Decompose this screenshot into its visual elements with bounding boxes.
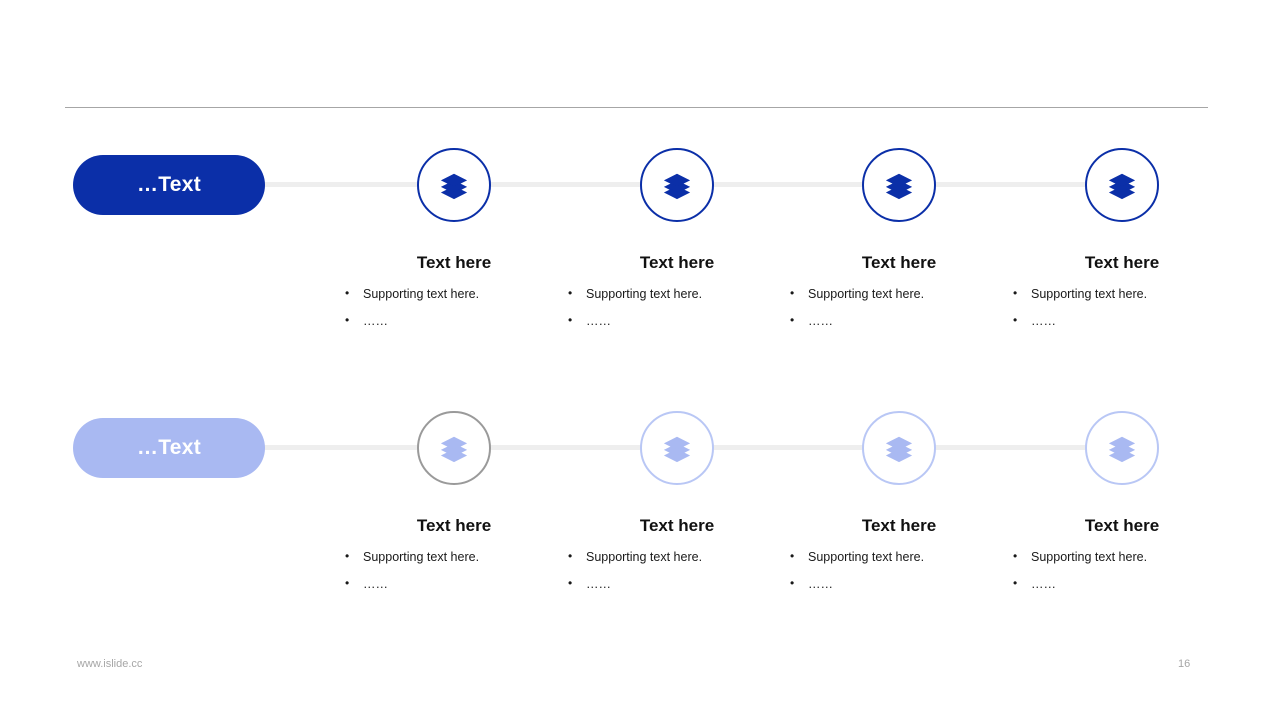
node-bullet: Supporting text here. xyxy=(1007,286,1237,301)
layers-icon xyxy=(440,173,468,200)
node-bullet-list: Supporting text here. …… xyxy=(562,549,792,591)
timeline-node-1-1[interactable] xyxy=(417,148,491,222)
node-bullet-list: Supporting text here. …… xyxy=(1007,286,1237,328)
node-bullet: …… xyxy=(1007,576,1237,591)
node-bullet: Supporting text here. xyxy=(339,549,569,564)
node-bullet-list: Supporting text here. …… xyxy=(784,549,1014,591)
node-text-1-2: Text here Supporting text here. …… xyxy=(562,253,792,341)
row-label-pill-1[interactable]: …Text xyxy=(73,155,265,215)
node-bullet: Supporting text here. xyxy=(562,549,792,564)
node-title: Text here xyxy=(639,516,715,535)
layers-icon xyxy=(440,436,468,463)
node-bullet: …… xyxy=(784,313,1014,328)
timeline-node-1-3[interactable] xyxy=(862,148,936,222)
node-text-1-4: Text here Supporting text here. …… xyxy=(1007,253,1237,341)
node-bullet: …… xyxy=(1007,313,1237,328)
node-bullet: Supporting text here. xyxy=(339,286,569,301)
node-bullet-list: Supporting text here. …… xyxy=(339,286,569,328)
node-title: Text here xyxy=(416,253,492,272)
layers-icon xyxy=(885,173,913,200)
node-title: Text here xyxy=(1084,516,1160,535)
node-bullet-list: Supporting text here. …… xyxy=(1007,549,1237,591)
node-bullet: Supporting text here. xyxy=(784,286,1014,301)
footer-url: www.islide.cc xyxy=(77,658,143,670)
node-bullet-list: Supporting text here. …… xyxy=(562,286,792,328)
timeline-node-1-2[interactable] xyxy=(640,148,714,222)
timeline-node-1-4[interactable] xyxy=(1085,148,1159,222)
node-title: Text here xyxy=(416,516,492,535)
node-text-1-1: Text here Supporting text here. …… xyxy=(339,253,569,341)
node-bullet: …… xyxy=(339,576,569,591)
node-bullet-list: Supporting text here. …… xyxy=(339,549,569,591)
node-title: Text here xyxy=(861,253,937,272)
node-bullet: Supporting text here. xyxy=(784,549,1014,564)
layers-icon xyxy=(663,436,691,463)
row-label-text-1: …Text xyxy=(136,173,202,196)
node-text-2-2: Text here Supporting text here. …… xyxy=(562,516,792,604)
timeline-node-2-1[interactable] xyxy=(417,411,491,485)
node-bullet-list: Supporting text here. …… xyxy=(784,286,1014,328)
node-text-2-3: Text here Supporting text here. …… xyxy=(784,516,1014,604)
node-bullet: …… xyxy=(784,576,1014,591)
node-bullet: …… xyxy=(562,576,792,591)
row-label-text-2: …Text xyxy=(136,436,202,459)
timeline-node-2-3[interactable] xyxy=(862,411,936,485)
node-text-2-1: Text here Supporting text here. …… xyxy=(339,516,569,604)
node-bullet: …… xyxy=(562,313,792,328)
page-number: 16 xyxy=(1178,658,1191,670)
timeline-node-2-4[interactable] xyxy=(1085,411,1159,485)
node-title: Text here xyxy=(1084,253,1160,272)
row-label-pill-2[interactable]: …Text xyxy=(73,418,265,478)
layers-icon xyxy=(663,173,691,200)
node-title: Text here xyxy=(639,253,715,272)
timeline-node-2-2[interactable] xyxy=(640,411,714,485)
node-title: Text here xyxy=(861,516,937,535)
node-bullet: Supporting text here. xyxy=(1007,549,1237,564)
header-divider xyxy=(65,107,1208,108)
node-text-1-3: Text here Supporting text here. …… xyxy=(784,253,1014,341)
layers-icon xyxy=(885,436,913,463)
layers-icon xyxy=(1108,436,1136,463)
layers-icon xyxy=(1108,173,1136,200)
node-bullet: Supporting text here. xyxy=(562,286,792,301)
node-text-2-4: Text here Supporting text here. …… xyxy=(1007,516,1237,604)
node-bullet: …… xyxy=(339,313,569,328)
